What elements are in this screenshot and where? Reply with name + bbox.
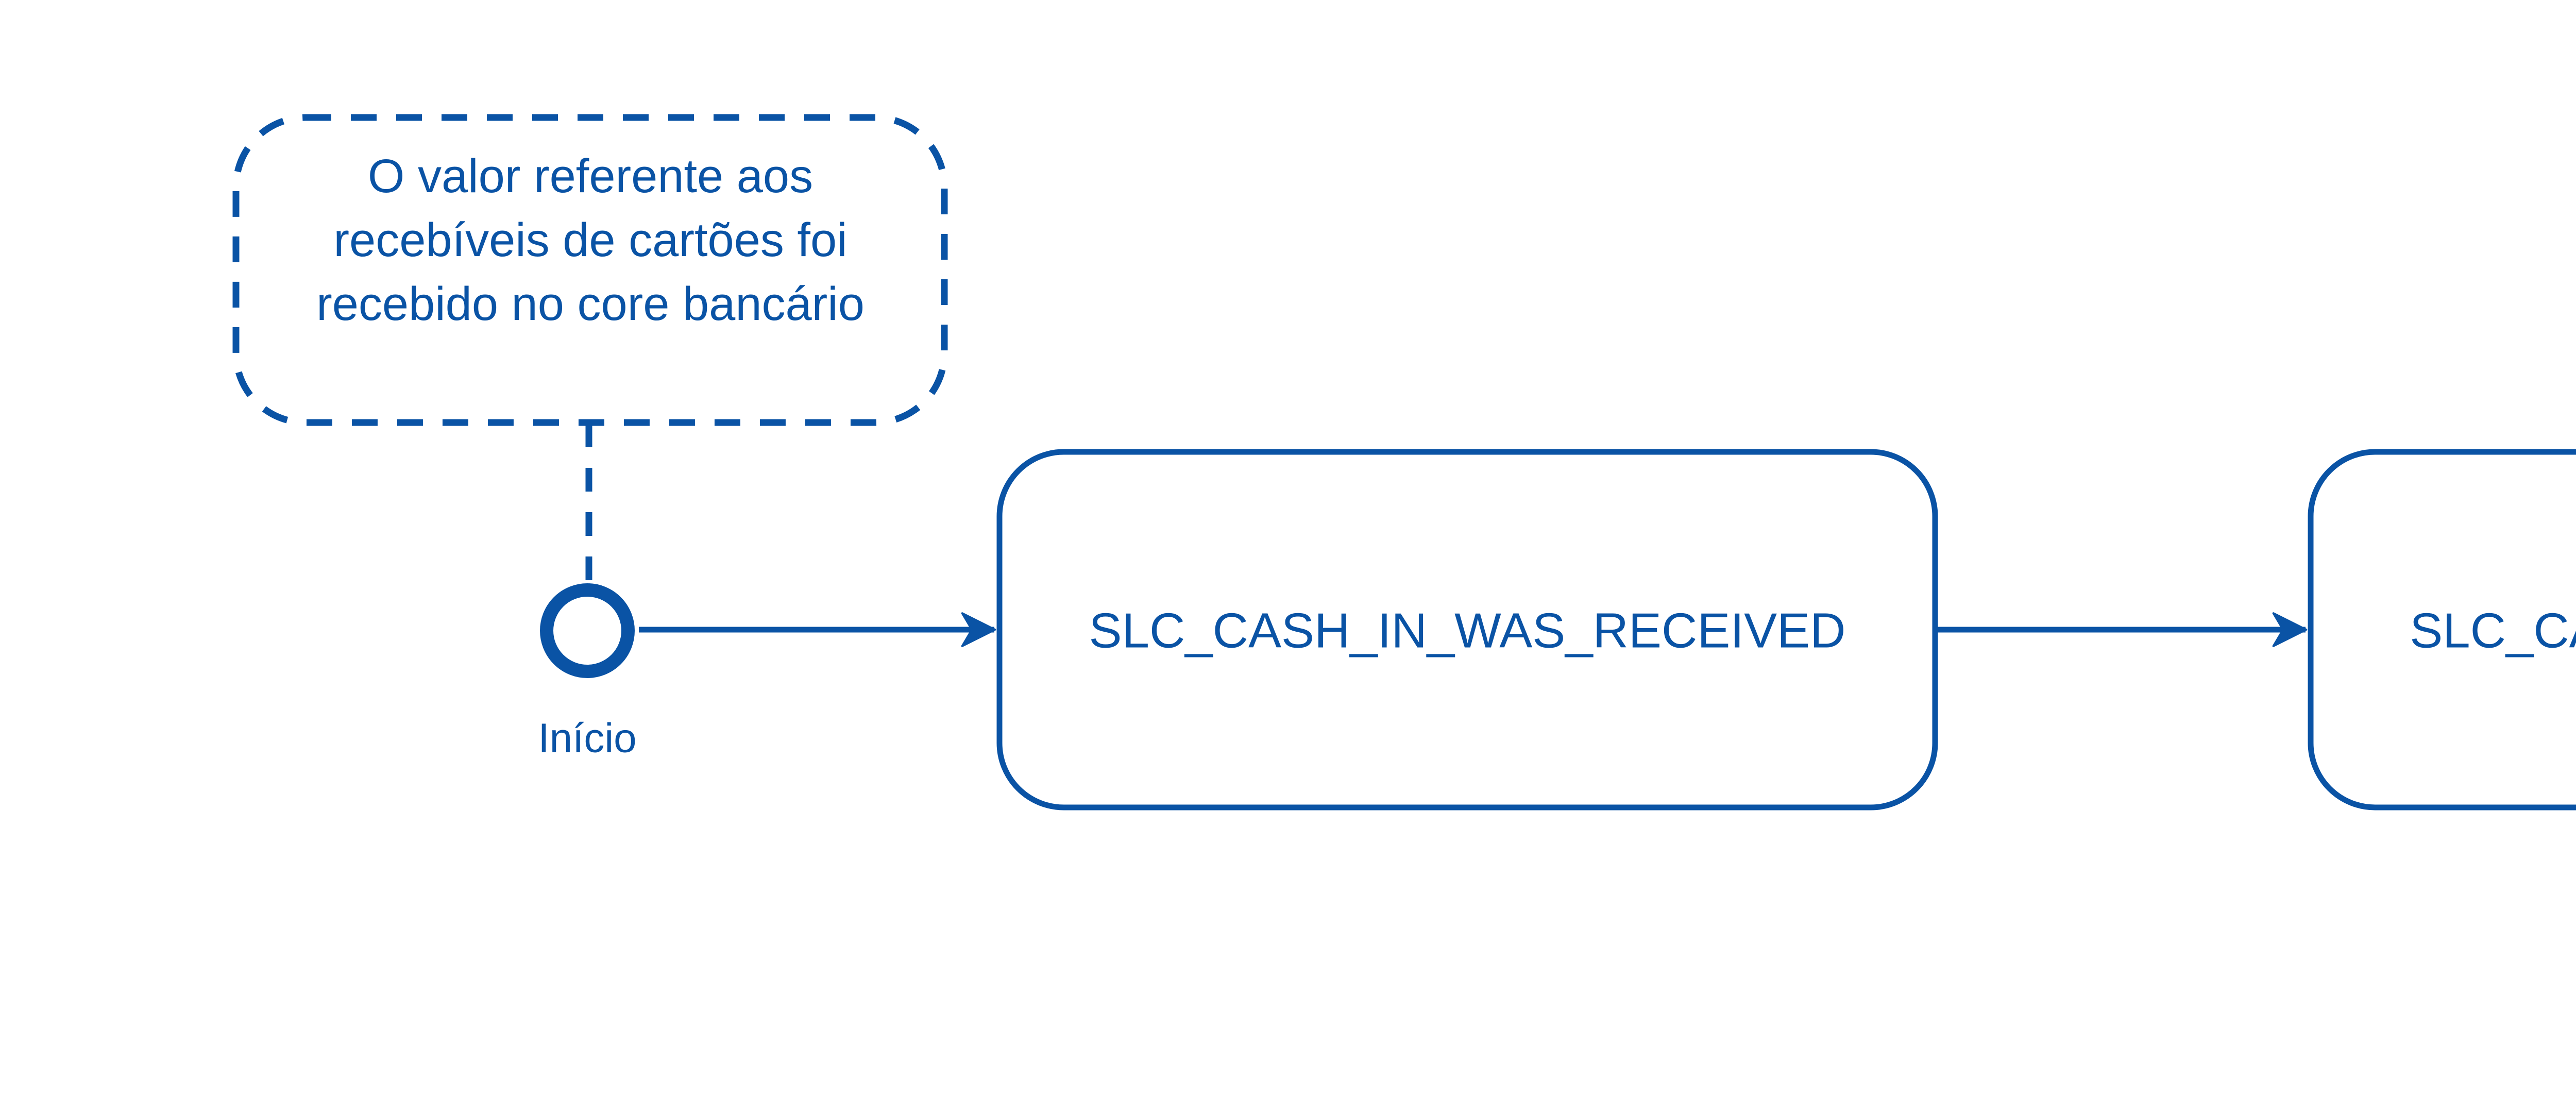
annotation-line-1: O valor referente aos [368,150,813,202]
start-event-label: Início [538,715,636,761]
annotation-note [232,114,948,426]
start-event-circle [540,583,635,678]
annotation-line-3: recebido no core bancário [316,278,865,330]
annotation-line-2: recebíveis de cartões foi [333,214,847,266]
state-box-cleared [2308,449,2576,811]
state-label-received: SLC_CASH_IN_WAS_RECEIVED [1089,603,1846,659]
state-label-cleared: SLC_CASH_IN_WAS_CLEARED [2410,603,2576,659]
